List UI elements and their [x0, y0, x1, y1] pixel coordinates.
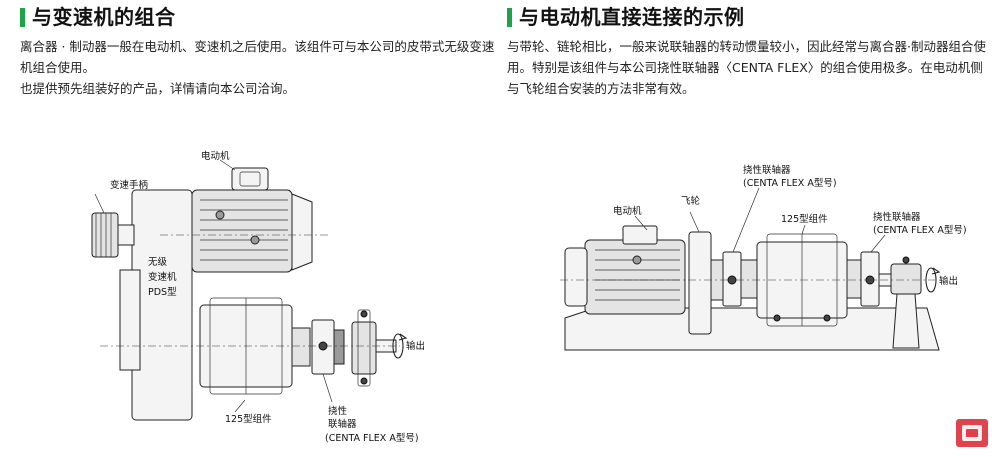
- left-section: 与变速机的组合 离合器 · 制动器一般在电动机、变速机之后使用。该组件可与本公司…: [20, 4, 500, 99]
- label-output: 输出: [939, 275, 958, 287]
- label-coupling-b-2: (CENTA FLEX A型号): [873, 225, 967, 236]
- right-paragraph-1: 与带轮、链轮相比，一般来说联轴器的转动惯量较小，因此经常与离合器·制动器组合使用…: [507, 39, 986, 96]
- coupling-icon: [311, 319, 345, 403]
- label-flywheel: 飞轮: [681, 195, 701, 207]
- label-unit: 125型组件: [781, 213, 828, 225]
- clutch-unit-icon: [199, 297, 311, 413]
- bearing-block-icon: [351, 309, 397, 387]
- label-motor: 电动机: [201, 150, 230, 162]
- motor-icon: [191, 159, 313, 273]
- heading-accent-bar: [507, 7, 512, 27]
- label-unit: 125型组件: [225, 413, 272, 425]
- label-coupling-2: 联轴器: [328, 418, 357, 430]
- label-speed-handle: 变速手柄: [110, 179, 148, 191]
- label-cvt-3: PDS型: [148, 287, 177, 298]
- watermark-logo-icon: [956, 419, 988, 447]
- left-paragraph-1: 离合器 · 制动器一般在电动机、变速机之后使用。该组件可与本公司的皮带式无级变速…: [20, 39, 495, 75]
- right-description: 与带轮、链轮相比，一般来说联轴器的转动惯量较小，因此经常与离合器·制动器组合使用…: [507, 36, 987, 99]
- label-cvt-1: 无级: [148, 256, 168, 268]
- clutch-unit-icon: [740, 224, 862, 327]
- left-description: 离合器 · 制动器一般在电动机、变速机之后使用。该组件可与本公司的皮带式无级变速…: [20, 36, 500, 99]
- coupling-b-icon: [860, 234, 886, 307]
- right-diagram: 电动机 飞轮 挠性联轴器 (CENTA FLEX A型号) 125型组件 挠性联…: [560, 164, 967, 351]
- cvt-housing: [119, 189, 193, 421]
- right-title: 与电动机直接连接的示例: [519, 5, 745, 29]
- left-heading: 与变速机的组合: [20, 4, 500, 30]
- label-coupling-a-2: (CENTA FLEX A型号): [743, 178, 837, 189]
- label-motor: 电动机: [613, 205, 642, 217]
- left-title: 与变速机的组合: [32, 5, 176, 29]
- output-arrow-icon: [925, 267, 941, 293]
- right-section: 与电动机直接连接的示例 与带轮、链轮相比，一般来说联轴器的转动惯量较小，因此经常…: [507, 4, 987, 99]
- speed-handle-icon: [91, 193, 135, 258]
- right-heading: 与电动机直接连接的示例: [507, 4, 987, 30]
- label-output: 输出: [406, 340, 425, 352]
- bearing-pedestal-icon: [878, 256, 922, 349]
- label-coupling-a-1: 挠性联轴器: [743, 164, 791, 176]
- label-coupling-1: 挠性: [328, 405, 348, 417]
- motor-icon: [564, 215, 686, 315]
- left-paragraph-2: 也提供预先组装好的产品，详情请向本公司洽询。: [20, 81, 296, 96]
- label-coupling-3: (CENTA FLEX A型号): [325, 433, 419, 444]
- label-cvt-2: 变速机: [148, 271, 177, 283]
- left-diagram: 变速手柄 电动机 无级 变速机 PDS型 125型组件 挠性 联轴器 (CENT…: [91, 150, 425, 444]
- label-coupling-b-1: 挠性联轴器: [873, 211, 921, 223]
- heading-accent-bar: [20, 7, 25, 27]
